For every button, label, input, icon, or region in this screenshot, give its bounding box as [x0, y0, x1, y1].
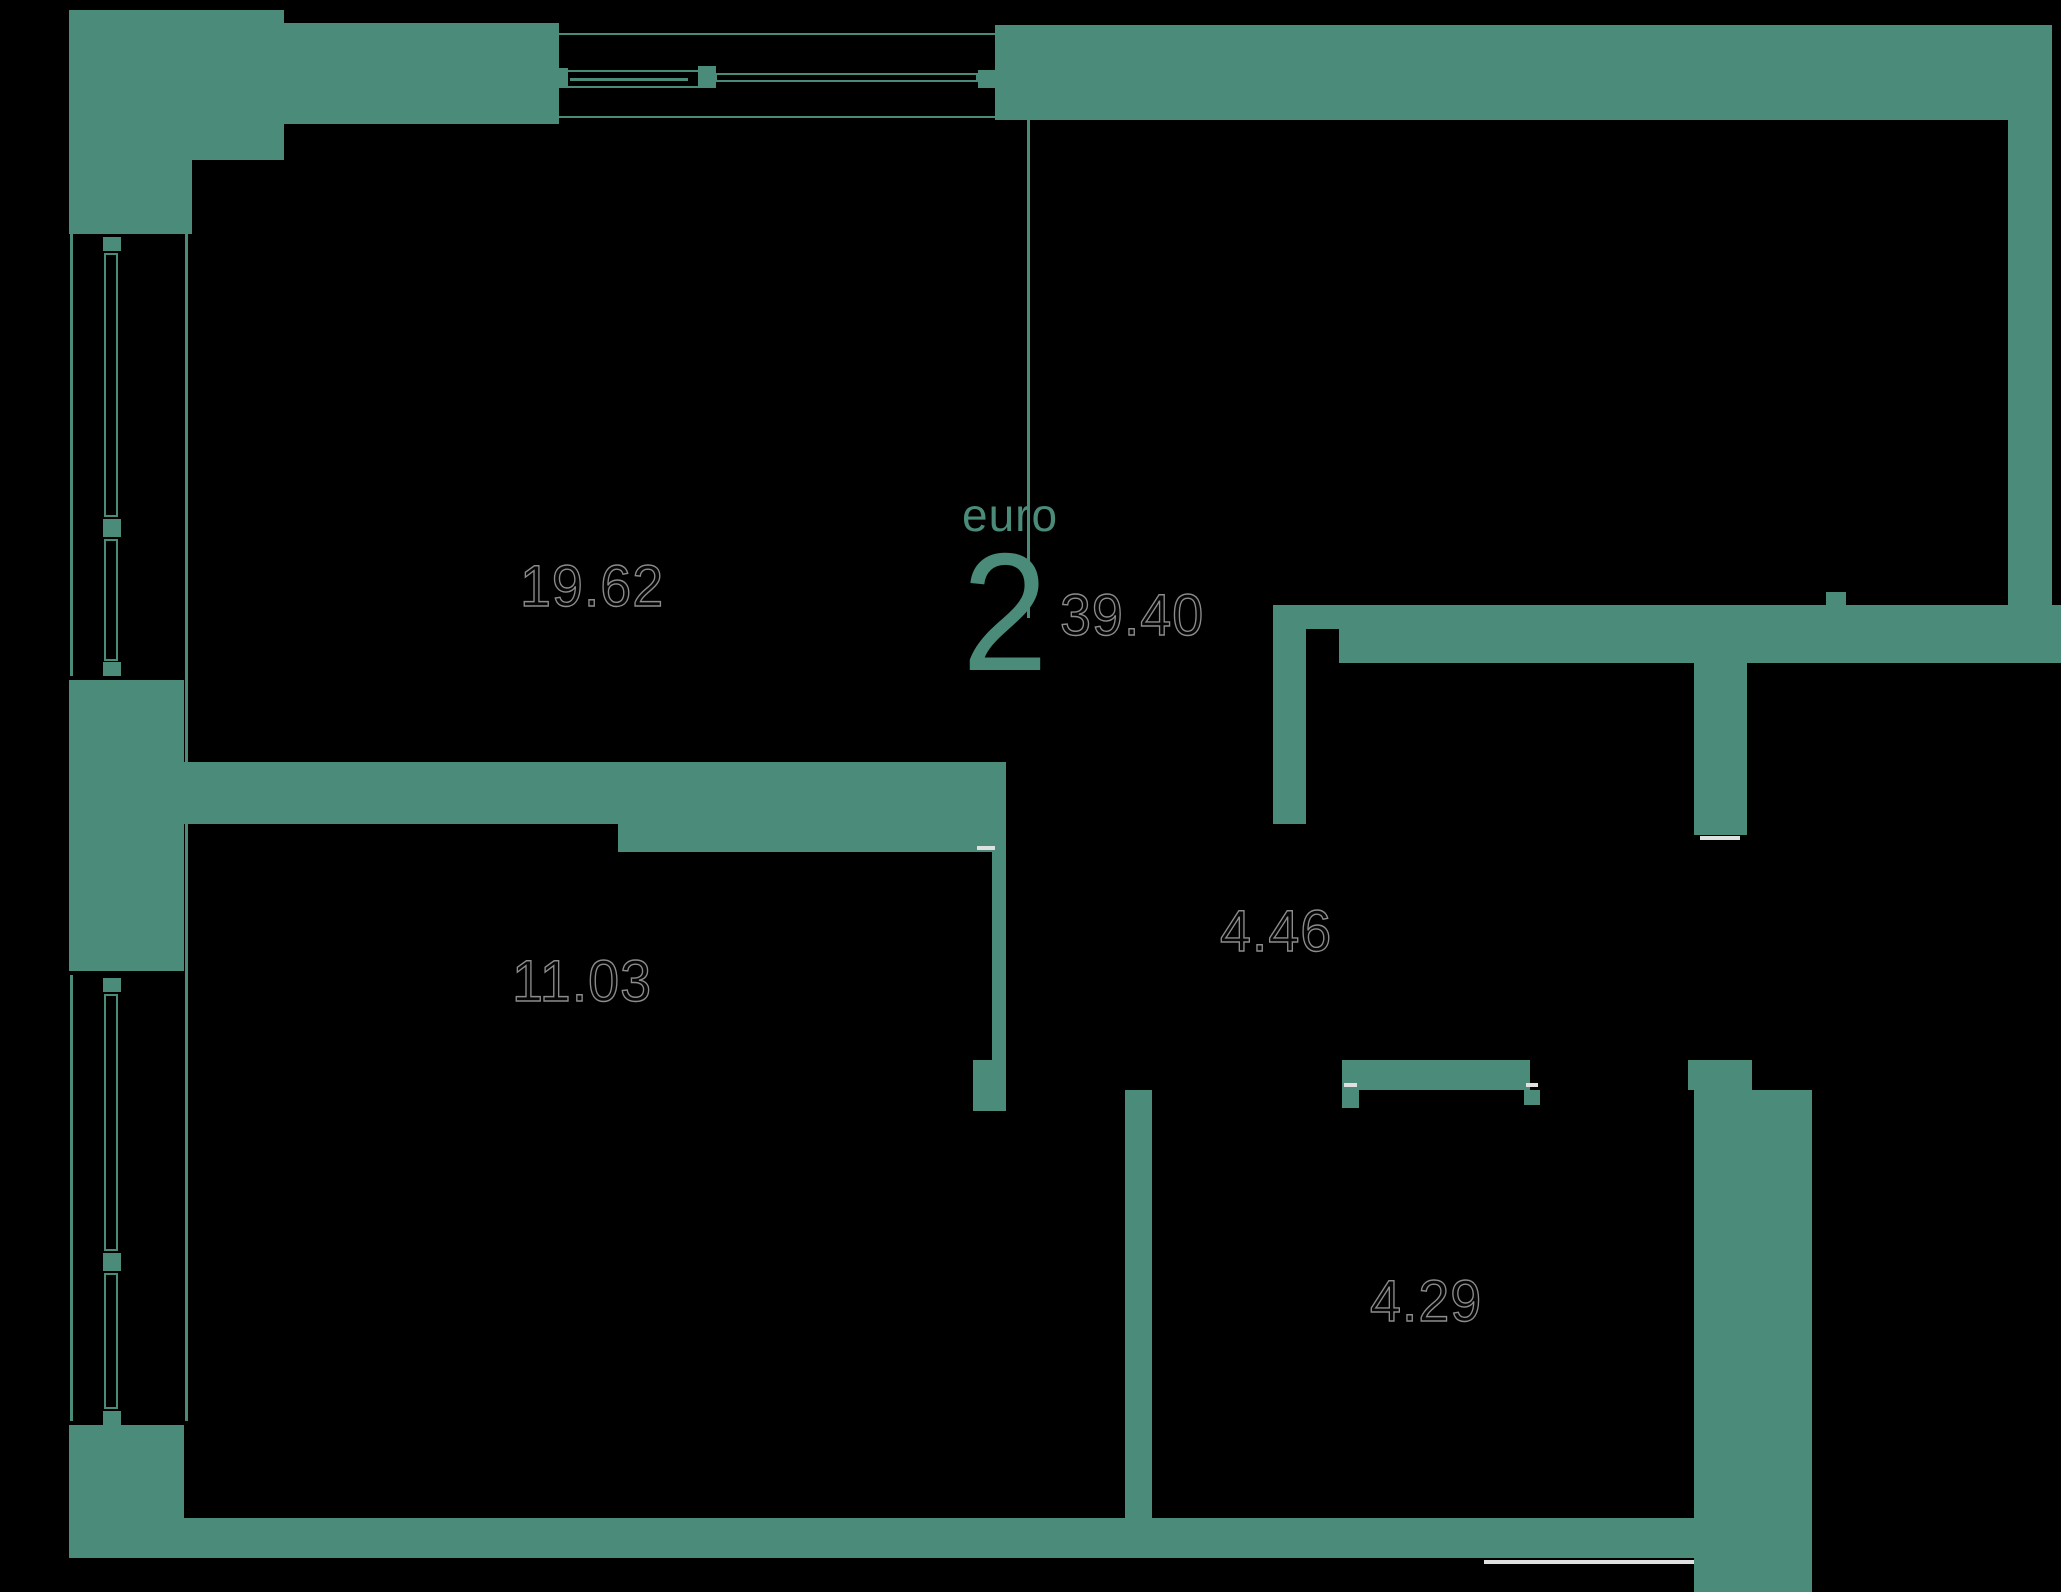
- wall-bedroom-right-line: [992, 852, 1006, 1111]
- wall-mid-band-tab: [1826, 592, 1846, 606]
- facade-outer-line-lower: [70, 975, 73, 1421]
- living-divider-line: [1027, 120, 1030, 618]
- wall-bath-left: [1125, 1090, 1152, 1522]
- facade-outer-line-upper: [70, 230, 73, 676]
- living-window-lower-sash: [104, 539, 118, 661]
- wall-left-pier: [69, 680, 184, 971]
- wall-stub-block: [973, 1060, 1006, 1111]
- wall-bottom-band: [184, 1518, 1694, 1558]
- facade-inner-line: [185, 233, 188, 1421]
- living-window-connector: [103, 519, 121, 537]
- wall-hallbath-left-piece: [1342, 1060, 1530, 1090]
- wall-mid-band-notch: [1306, 629, 1339, 663]
- wall-mid-band: [1273, 605, 2061, 663]
- wall-hallbath-right-piece: [1688, 1060, 1752, 1090]
- doorframe-mark-bath-right: [1526, 1083, 1538, 1087]
- wall-hallbath-jamb-right: [1524, 1090, 1540, 1105]
- doorframe-mark-bedroom: [977, 846, 995, 850]
- bedroom-window-bottom-cap: [103, 1411, 121, 1425]
- wall-interroom-lip: [618, 824, 1006, 852]
- living-window-bottom-cap: [103, 662, 121, 676]
- wall-interroom-main: [184, 762, 1006, 824]
- wall-top-left-band: [190, 23, 559, 124]
- doorframe-mark-hall: [1700, 836, 1740, 840]
- bedroom-window-connector: [103, 1253, 121, 1271]
- balcony-window-right-rail: [715, 73, 978, 82]
- wall-corner-top-left-col: [69, 10, 192, 234]
- wall-hall-right-upper: [1694, 663, 1747, 835]
- total-area-label: 39.40: [1059, 582, 1205, 648]
- area-label-bathroom: 4.29: [1369, 1268, 1483, 1334]
- bedroom-window-lower-sash: [104, 1273, 118, 1409]
- wall-top-right-band: [995, 25, 2010, 120]
- balcony-window-box-left: [552, 68, 568, 88]
- wall-hang-left: [1273, 605, 1306, 824]
- wall-right-outer: [2008, 25, 2052, 605]
- balcony-window-left-rail: [570, 78, 688, 81]
- ledge-line-bottom: [1484, 1560, 1694, 1564]
- living-window-upper-sash: [104, 253, 118, 517]
- area-label-hall: 4.46: [1219, 898, 1333, 964]
- doorframe-mark-bath-left: [1344, 1083, 1357, 1087]
- balcony-window-box-mid: [698, 66, 716, 88]
- bedroom-window-top-cap: [103, 978, 121, 992]
- room-count-label: 2: [962, 518, 1048, 706]
- area-label-bedroom: 11.03: [511, 948, 653, 1014]
- balcony-window-box-right: [978, 70, 995, 88]
- format-label: euro: [962, 489, 1059, 541]
- area-label-living: 19.62: [519, 553, 665, 619]
- wall-bottom-left-block: [69, 1425, 184, 1558]
- wall-bath-right-thick: [1694, 1090, 1812, 1592]
- living-window-top-cap: [103, 237, 121, 251]
- wall-hallbath-jamb-left: [1342, 1090, 1359, 1108]
- bedroom-window-upper-sash: [104, 994, 118, 1251]
